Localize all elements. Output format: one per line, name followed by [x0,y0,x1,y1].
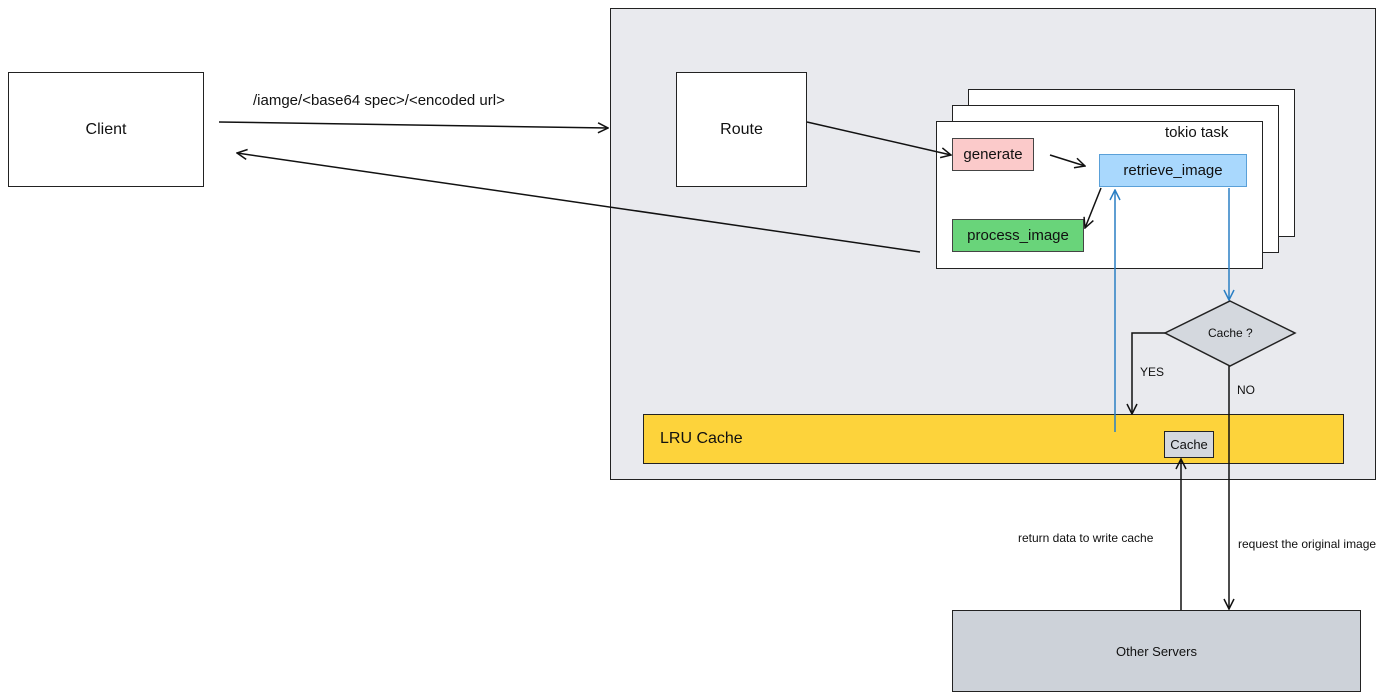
generate-label: generate [963,146,1023,163]
route-to-generate-arrow [806,121,951,155]
process-image-label: process_image [967,227,1069,244]
retrieve-to-process-arrow [1085,187,1102,228]
request-path-label: /iamge/<base64 spec>/<encoded url> [253,92,505,109]
process-image-step[interactable]: process_image [952,219,1084,252]
retrieve-image-label: retrieve_image [1123,162,1223,179]
lru-cache-label: LRU Cache [660,430,743,447]
generate-step[interactable]: generate [952,138,1034,171]
generate-to-retrieve-arrow [1049,154,1085,166]
retrieve-image-step[interactable]: retrieve_image [1099,154,1247,187]
tokio-task-title: tokio task [1165,124,1229,141]
lru-cache[interactable]: LRU Cache [643,414,1344,464]
request-arrow [218,121,608,128]
cache-entry-label: Cache [1170,437,1208,452]
yes-arrow [1132,332,1165,414]
request-original-label: request the original image [1238,537,1377,551]
client-label: Client [85,120,127,138]
route-label: Route [720,120,763,138]
other-servers-label: Other Servers [1116,643,1197,659]
route-node[interactable]: Route [676,72,807,187]
client-node[interactable]: Client [8,72,204,187]
cache-entry[interactable]: Cache [1164,431,1214,458]
return-data-label: return data to write cache [1018,531,1154,545]
yes-label: YES [1140,365,1165,379]
other-servers-node[interactable]: Other Servers [952,610,1361,692]
cache-decision-diamond[interactable] [1163,300,1297,367]
no-label: NO [1237,383,1255,397]
decision-label: Cache ? [1208,326,1253,340]
response-arrow [237,153,921,253]
